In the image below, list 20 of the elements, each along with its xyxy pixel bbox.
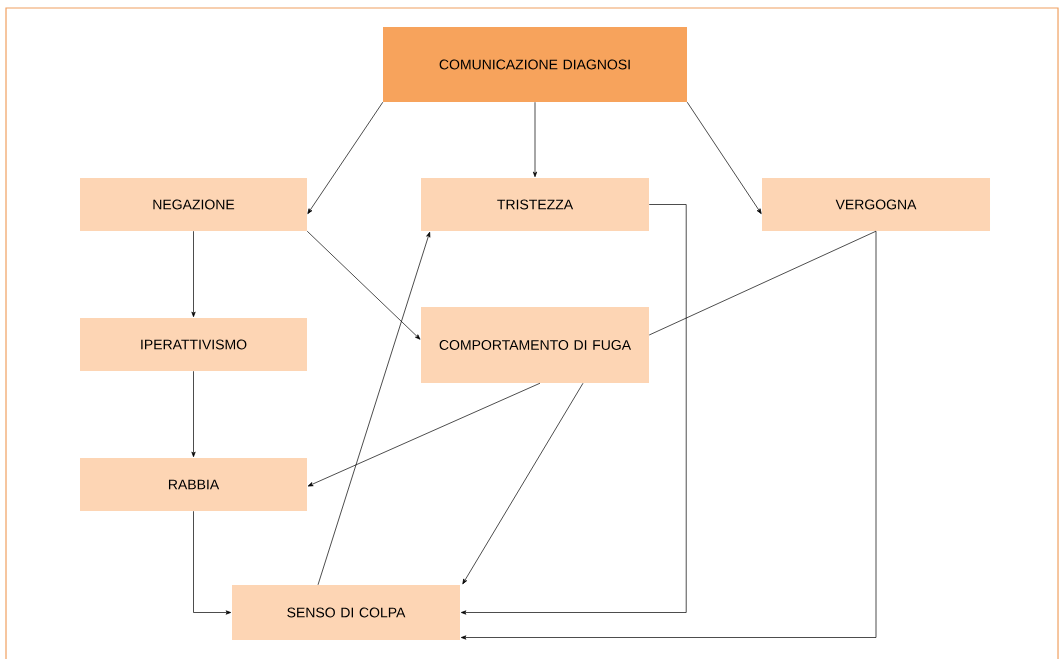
process-box: COMPORTAMENTO DI FUGA: [421, 307, 649, 383]
arrow: [191, 230, 196, 318]
arrow: [193, 510, 232, 615]
process-box: TRISTEZZA: [421, 178, 649, 231]
arrow: [532, 101, 538, 178]
process-box: NEGAZIONE: [80, 178, 307, 231]
process-box: RABBIA: [80, 458, 307, 511]
arrow: [307, 382, 541, 487]
arrow: [307, 101, 384, 214]
process-box: VERGOGNA: [762, 178, 990, 231]
arrow: [462, 382, 584, 585]
process-box: IPERATTIVISMO: [80, 318, 307, 371]
process-box: SENSO DI COLPA: [232, 585, 460, 640]
arrow: [317, 231, 431, 586]
arrow: [306, 230, 421, 340]
arrow: [191, 370, 196, 458]
arrow: [460, 230, 877, 640]
arrow: [686, 101, 762, 214]
arrow: [460, 204, 687, 615]
process-box: COMUNICAZIONE DIAGNOSI: [383, 27, 687, 102]
